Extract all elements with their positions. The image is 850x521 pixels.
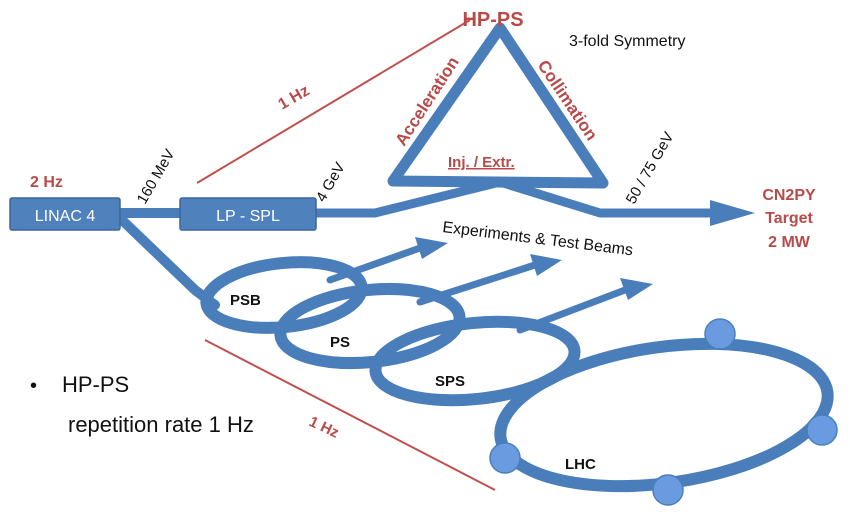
target-arrowhead [710,200,755,226]
experiments-label: Experiments & Test Beams [442,219,634,259]
bullet-marker: • [30,375,37,397]
one-hz-bottom-label: 1 Hz [306,413,341,441]
sps-ring [369,315,581,407]
bullet-line2: repetition rate 1 Hz [68,412,254,437]
lhc-experiment-dot [704,318,736,350]
mev160-label: 160 MeV [134,146,179,207]
red-line-bottom [204,339,496,491]
one-hz-top-label: 1 Hz [276,82,313,113]
lhc-label: LHC [565,456,596,473]
inj-extr-label: Inj. / Extr. [448,154,515,171]
hpps-title: HP-PS [462,9,523,31]
gev50-75-label: 50 / 75 GeV [623,129,678,207]
lhc-experiment-dot [489,442,521,474]
red-line-top [196,19,471,184]
psb-label: PSB [230,292,261,309]
exp-arrow-2 [530,254,562,276]
lp-spl-box [179,197,317,231]
beam-hpps-to-target [495,177,717,218]
target-line1: CN2PY [762,187,816,204]
exp-beam-1 [326,244,424,284]
two-hz-label: 2 Hz [30,174,63,191]
lhc-experiment-dot [652,474,684,506]
symmetry-label: 3-fold Symmetry [569,33,685,50]
bullet-line1: HP-PS [62,372,129,397]
linac4-label: LINAC 4 [35,208,96,225]
target-line3: 2 MW [768,234,811,251]
exp-arrow-3 [620,278,653,300]
gev4-label: 4 GeV [313,160,349,205]
beam-spl-to-hpps [310,177,505,218]
beam-linac-to-psb [117,215,220,310]
lhc-experiment-dot [806,414,838,446]
exp-beam-2 [416,261,539,306]
exp-beam-3 [516,286,629,334]
ps-label: PS [330,334,350,351]
lp-spl-label: LP - SPL [216,208,280,225]
sps-label: SPS [435,373,465,390]
target-line2: Target [765,210,813,227]
exp-arrow-1 [415,237,448,259]
linac4-box [9,197,121,231]
